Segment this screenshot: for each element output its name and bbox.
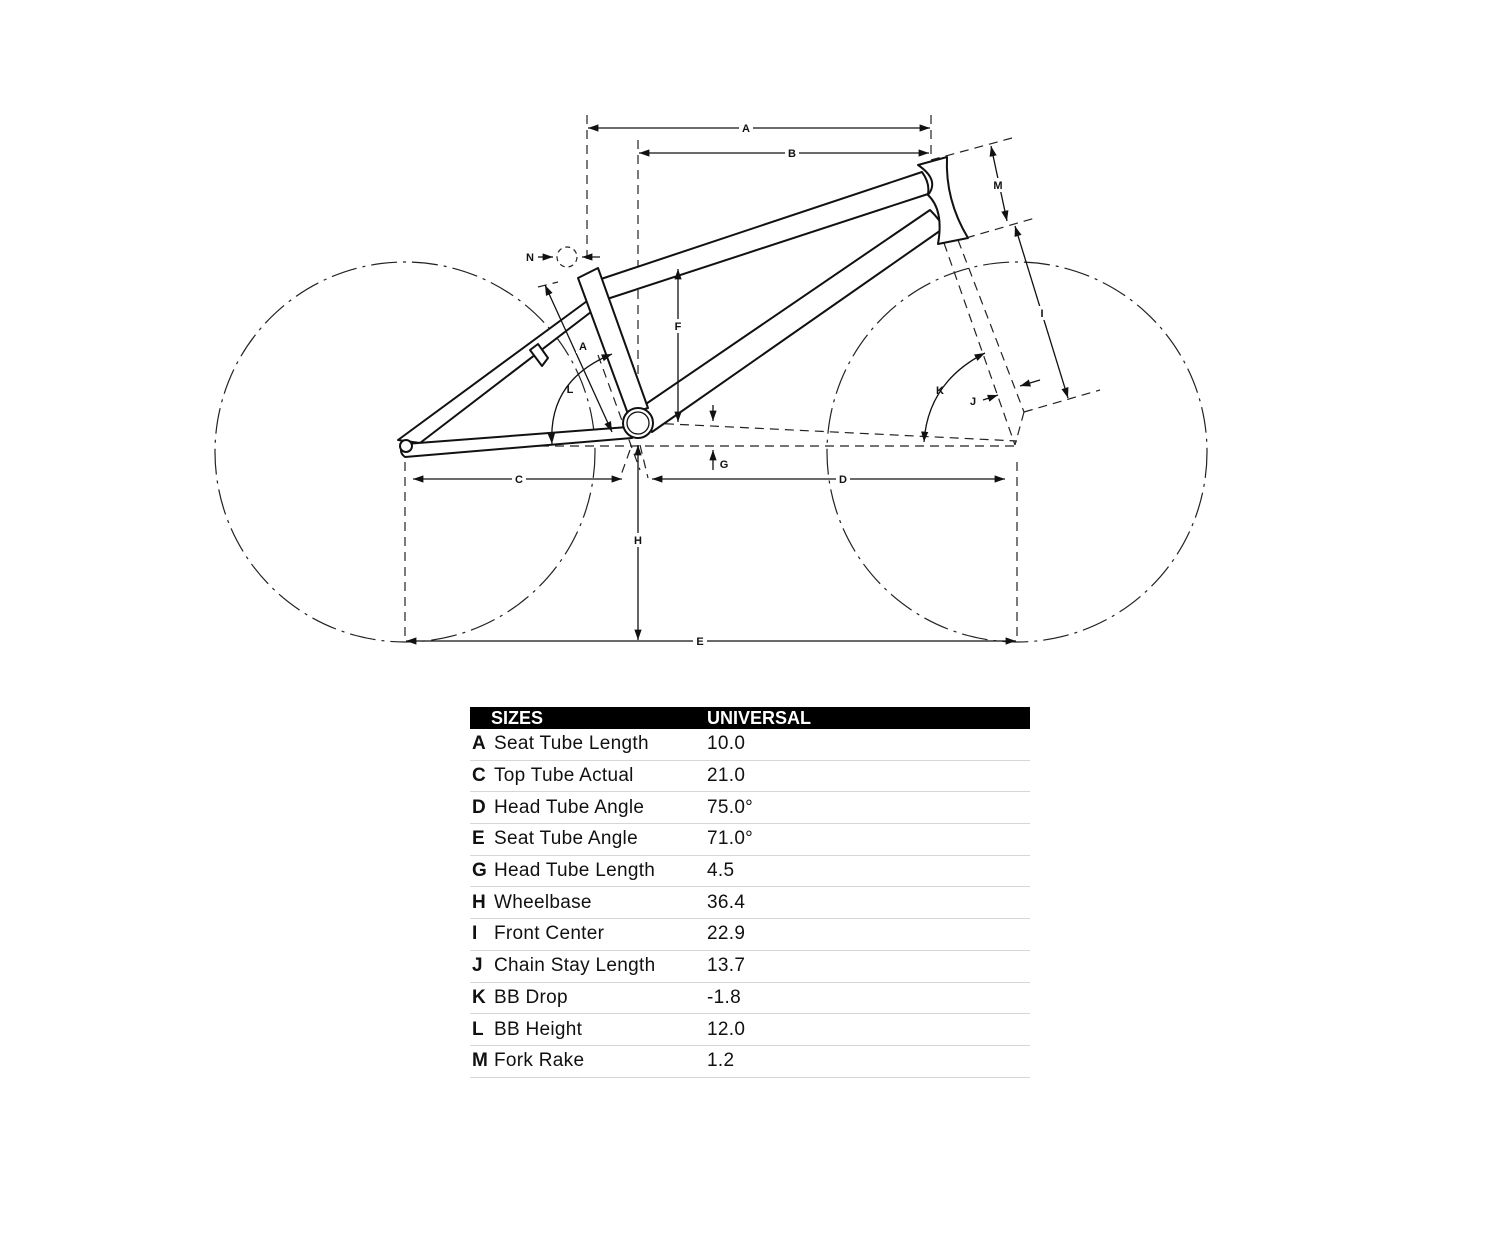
header-size-universal: UNIVERSAL [707, 707, 812, 728]
row-value: 36.4 [707, 891, 746, 913]
table-row: H Wheelbase 36.4 [470, 887, 1030, 920]
label-i: I [1040, 308, 1043, 320]
dimension-labels: A B M N F A L I K J G C D H E [512, 121, 1048, 648]
row-value: 1.2 [707, 1050, 735, 1072]
label-j: J [970, 396, 976, 408]
label-l: L [567, 384, 574, 396]
row-name: Head Tube Angle [494, 796, 645, 818]
table-row: L BB Height 12.0 [470, 1014, 1030, 1046]
row-value: 22.9 [707, 923, 746, 945]
seat-stay [397, 292, 606, 444]
row-letter: G [472, 860, 487, 882]
row-value: 12.0 [707, 1018, 746, 1040]
bike-frame [397, 156, 969, 458]
label-h: H [634, 535, 642, 547]
label-c: C [515, 474, 523, 486]
row-name: Seat Tube Angle [494, 828, 638, 850]
label-f: F [675, 321, 682, 333]
row-name: Wheelbase [494, 891, 592, 913]
row-letter: D [472, 796, 486, 818]
row-letter: M [472, 1050, 488, 1072]
row-value: 13.7 [707, 955, 746, 977]
table-row: I Front Center 22.9 [470, 919, 1030, 951]
label-a-seat: A [579, 341, 587, 353]
bike-geometry-diagram: A B M N F A L I K J G C D H E [214, 115, 1208, 648]
row-letter: L [472, 1018, 484, 1040]
table-row: C Top Tube Actual 21.0 [470, 761, 1030, 793]
row-letter: E [472, 828, 485, 850]
row-letter: C [472, 765, 486, 787]
row-value: 4.5 [707, 860, 735, 882]
row-value: 21.0 [707, 765, 746, 787]
head-tube [917, 156, 969, 245]
top-tube [597, 171, 930, 301]
label-e: E [696, 636, 703, 648]
row-letter: I [472, 923, 478, 945]
rear-axle [399, 439, 413, 453]
dimension-arrows [406, 124, 1069, 645]
row-letter: K [472, 986, 486, 1008]
table-row: G Head Tube Length 4.5 [470, 856, 1030, 888]
label-g: G [720, 459, 729, 471]
label-d: D [839, 474, 847, 486]
row-letter: J [472, 955, 483, 977]
table-row: K BB Drop -1.8 [470, 983, 1030, 1015]
label-n: N [526, 252, 534, 264]
table-row: J Chain Stay Length 13.7 [470, 951, 1030, 983]
row-letter: A [472, 733, 486, 755]
label-b: B [788, 148, 796, 160]
table-header: SIZES UNIVERSAL [470, 707, 1030, 729]
row-name: Top Tube Actual [494, 765, 634, 787]
table-row: A Seat Tube Length 10.0 [470, 729, 1030, 761]
row-value: 10.0 [707, 733, 746, 755]
row-letter: H [472, 891, 486, 913]
row-name: Chain Stay Length [494, 955, 656, 977]
table-row: M Fork Rake 1.2 [470, 1046, 1030, 1078]
row-name: BB Height [494, 1018, 583, 1040]
label-k: K [936, 385, 944, 397]
header-sizes: SIZES [491, 707, 544, 728]
row-name: Fork Rake [494, 1050, 585, 1072]
label-a-top: A [742, 123, 750, 135]
row-value: -1.8 [707, 986, 741, 1008]
down-tube [639, 209, 945, 433]
row-name: BB Drop [494, 986, 568, 1008]
row-value: 71.0° [707, 828, 754, 850]
row-name: Front Center [494, 923, 605, 945]
row-value: 75.0° [707, 796, 754, 818]
table-row: E Seat Tube Angle 71.0° [470, 824, 1030, 856]
label-m: M [993, 180, 1002, 192]
row-name: Head Tube Length [494, 860, 656, 882]
rear-wheel-outline [214, 261, 596, 643]
row-name: Seat Tube Length [494, 733, 649, 755]
table-row: D Head Tube Angle 75.0° [470, 792, 1030, 825]
construction-lines [404, 115, 1101, 640]
